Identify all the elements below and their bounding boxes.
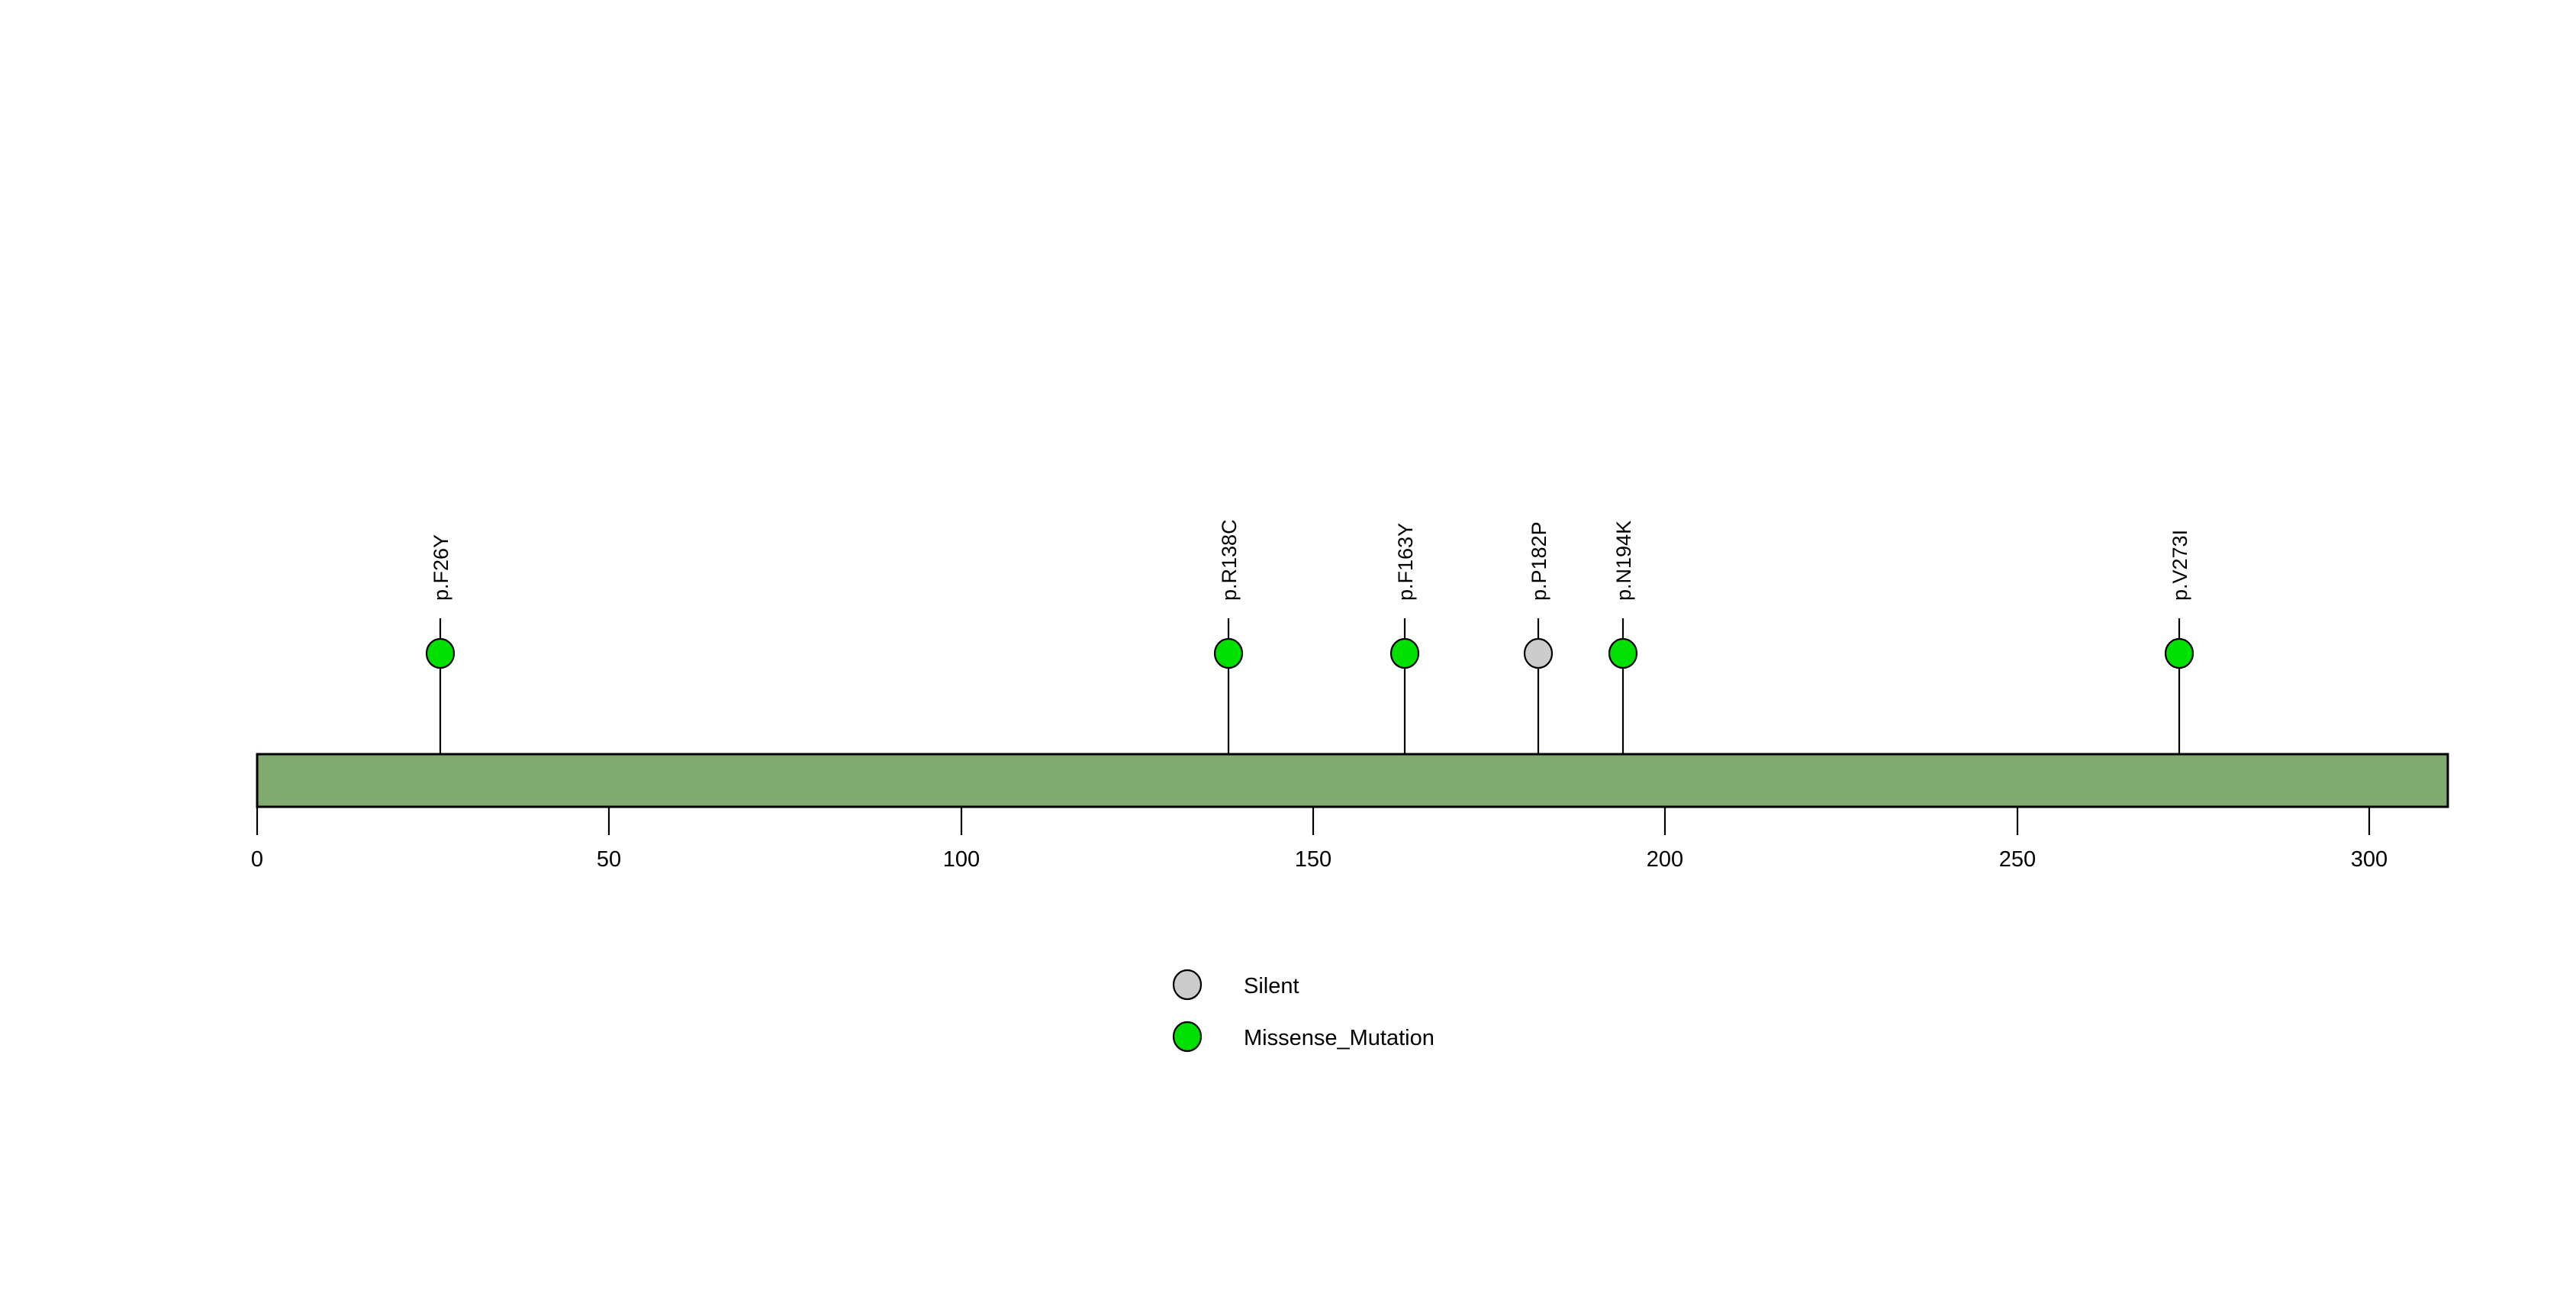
legend-label-silent: Silent	[1244, 974, 1299, 998]
mutation-label-p-V273I: p.V273I	[2169, 530, 2191, 601]
axis-tick-label-150: 150	[1295, 847, 1331, 872]
axis-tick-label-300: 300	[2351, 847, 2388, 872]
mutation-label-p-N194K: p.N194K	[1612, 521, 1635, 601]
lollipop-dot-p-P182P[interactable]	[1523, 637, 1554, 669]
mutation-label-p-F26Y: p.F26Y	[430, 534, 452, 601]
axis-tick-label-50: 50	[597, 847, 621, 872]
x-axis: 0 50 100 150 200 250 300	[251, 807, 2388, 872]
lollipop-dot-p-R138C[interactable]	[1213, 637, 1244, 669]
mutation-label-p-P182P: p.P182P	[1528, 521, 1550, 601]
lollipop-dots	[425, 637, 2194, 669]
legend: Silent Missense_Mutation	[1172, 969, 1435, 1053]
axis-tick-label-100: 100	[943, 847, 980, 872]
legend-dot-silent[interactable]	[1172, 969, 1203, 1001]
axis-tick-label-0: 0	[251, 847, 263, 872]
lollipop-dot-p-N194K[interactable]	[1608, 637, 1638, 669]
lollipop-dot-p-F26Y[interactable]	[425, 637, 456, 669]
legend-label-missense: Missense_Mutation	[1244, 1026, 1435, 1050]
axis-tick-label-200: 200	[1647, 847, 1683, 872]
mutation-label-p-R138C: p.R138C	[1218, 519, 1241, 601]
lollipop-dot-p-V273I[interactable]	[2164, 637, 2194, 669]
legend-dot-missense[interactable]	[1172, 1021, 1203, 1053]
mutation-labels: p.F26Y p.R138C p.F163Y p.P182P p.N194K p…	[430, 519, 2191, 601]
lollipop-dot-p-F163Y[interactable]	[1389, 637, 1420, 669]
mutation-label-p-F163Y: p.F163Y	[1394, 523, 1417, 601]
protein-domain-bar	[256, 753, 2449, 808]
axis-tick-label-250: 250	[1999, 847, 2036, 872]
